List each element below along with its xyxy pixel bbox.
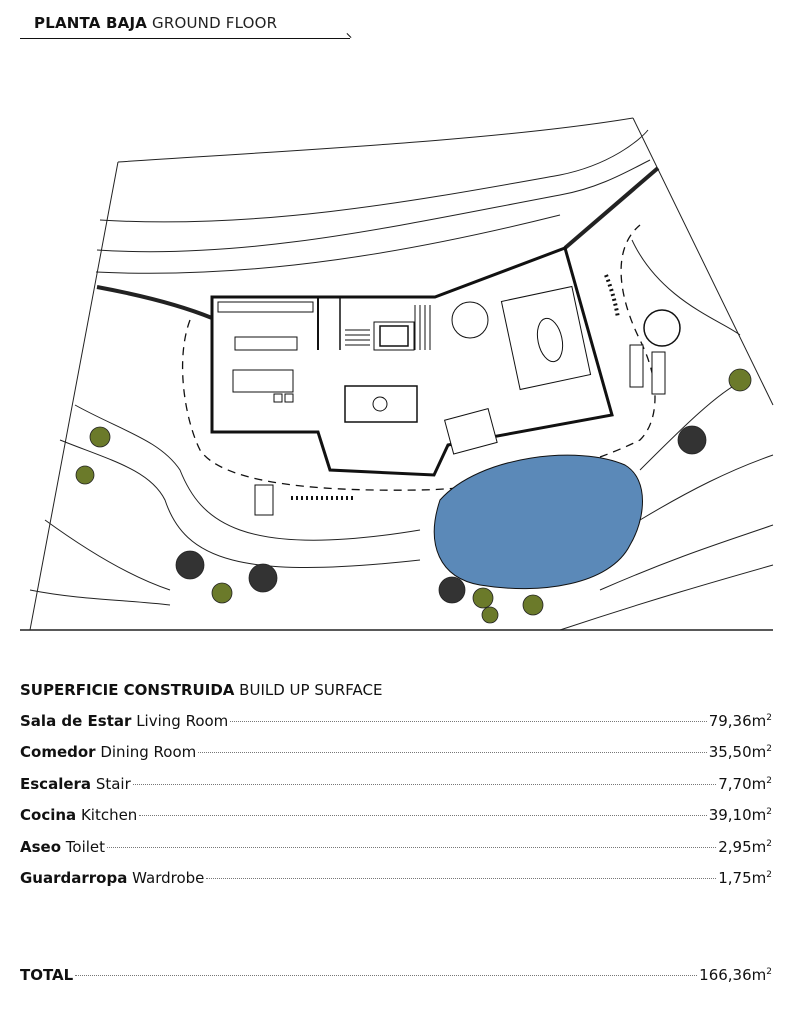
row-value: 35,50m bbox=[708, 743, 767, 762]
surface-row-stair: Escalera Stair 7,70m2 bbox=[20, 774, 772, 793]
stair bbox=[345, 305, 431, 351]
kitchen-table bbox=[232, 369, 294, 393]
row-value: 39,10m bbox=[708, 806, 767, 825]
row-label-en: Toilet bbox=[65, 837, 106, 856]
pool bbox=[433, 454, 643, 590]
total-label: TOTAL bbox=[20, 966, 74, 984]
row-value: 79,36m bbox=[708, 712, 767, 730]
header-rule bbox=[20, 38, 350, 39]
garden-path bbox=[181, 224, 656, 491]
surface-title-en: BUILD UP SURFACE bbox=[239, 681, 383, 699]
dining-table bbox=[344, 385, 418, 423]
floor-plan bbox=[20, 117, 774, 631]
row-label-es: Cocina bbox=[20, 806, 77, 825]
site-wall-east bbox=[563, 166, 660, 250]
site-boundary bbox=[29, 117, 774, 631]
living-rug bbox=[500, 285, 592, 391]
row-label-en: Living Room bbox=[136, 712, 229, 730]
surface-row-toilet: Aseo Toilet 2,95m2 bbox=[20, 837, 772, 856]
row-label-en: Stair bbox=[95, 774, 131, 793]
surface-row-kitchen: Cocina Kitchen 39,10m2 bbox=[20, 806, 772, 825]
row-label-es: Sala de Estar bbox=[20, 712, 132, 730]
terrain-contours bbox=[29, 117, 774, 631]
surface-row-dining: Comedor Dining Room 35,50m2 bbox=[20, 743, 772, 762]
row-label-es: Aseo bbox=[20, 837, 62, 856]
page-header: PLANTA BAJA GROUND FLOOR bbox=[34, 14, 277, 32]
site-wall bbox=[96, 285, 213, 320]
row-label-en: Wardrobe bbox=[132, 868, 205, 887]
surface-title: SUPERFICIE CONSTRUIDA BUILD UP SURFACE bbox=[20, 681, 382, 699]
surface-table: Sala de Estar Living Room 79,36m2 Comedo… bbox=[20, 712, 772, 900]
umbrella bbox=[643, 309, 681, 347]
surface-row-living: Sala de Estar Living Room 79,36m2 bbox=[20, 712, 772, 730]
row-label-es: Escalera bbox=[20, 774, 92, 793]
round-table bbox=[451, 301, 489, 339]
header-title-es: PLANTA BAJA bbox=[34, 14, 148, 32]
row-value: 7,70m bbox=[718, 774, 767, 793]
row-value: 1,75m bbox=[718, 868, 767, 887]
surface-total: TOTAL 166,36m2 bbox=[20, 966, 772, 984]
header-title-en: GROUND FLOOR bbox=[152, 14, 278, 32]
sun-lounger-2 bbox=[651, 351, 666, 395]
kitchen-counter bbox=[217, 301, 314, 313]
row-label-en: Kitchen bbox=[80, 806, 138, 825]
kitchen-island bbox=[234, 336, 298, 351]
row-label-es: Guardarropa bbox=[20, 868, 128, 887]
surface-row-wardrobe: Guardarropa Wardrobe 1,75m2 bbox=[20, 868, 772, 887]
row-value: 2,95m bbox=[718, 837, 767, 856]
vegetation bbox=[75, 368, 752, 624]
lounge-rug bbox=[443, 407, 498, 455]
surface-title-es: SUPERFICIE CONSTRUIDA bbox=[20, 681, 235, 699]
outdoor-table bbox=[254, 484, 274, 516]
sun-lounger bbox=[629, 344, 644, 388]
row-label-es: Comedor bbox=[20, 743, 96, 762]
total-value: 166,36m bbox=[699, 966, 767, 984]
row-label-en: Dining Room bbox=[100, 743, 197, 762]
